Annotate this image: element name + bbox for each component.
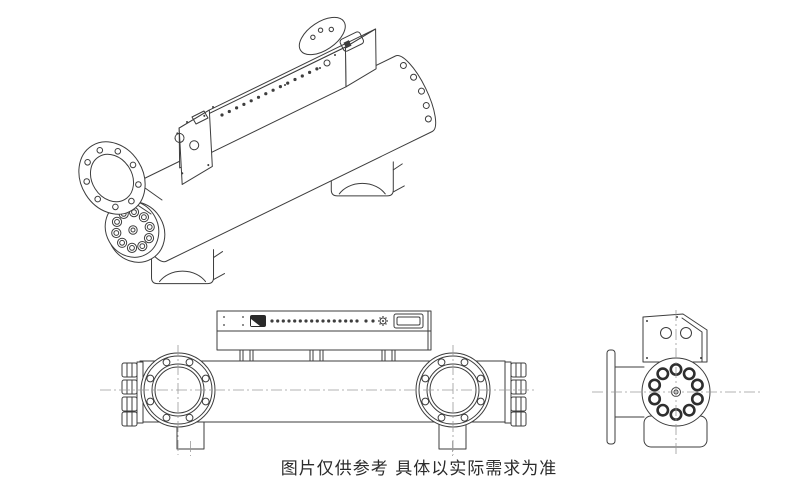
end-view bbox=[590, 296, 765, 460]
left-flange-bolts bbox=[147, 359, 209, 421]
front-view-svg bbox=[95, 300, 540, 460]
front-view bbox=[95, 300, 540, 460]
control-box-end-plate bbox=[158, 110, 233, 184]
inlet-flange bbox=[66, 129, 162, 226]
led-indicator-row bbox=[220, 67, 319, 117]
control-box-profile bbox=[643, 314, 707, 362]
saddle-support-far bbox=[331, 162, 404, 196]
display-window bbox=[394, 314, 423, 328]
far-end-nuts bbox=[398, 59, 437, 123]
end-view-drawing bbox=[592, 310, 762, 456]
left-nut-stack bbox=[122, 362, 143, 426]
right-flange-bolts bbox=[422, 359, 484, 421]
isometric-drawing bbox=[66, 8, 464, 290]
saddle-support-near bbox=[152, 250, 225, 284]
support-legs bbox=[177, 420, 466, 449]
end-view-svg bbox=[590, 296, 765, 460]
brand-logo-icon bbox=[250, 315, 266, 327]
control-box bbox=[217, 311, 431, 361]
end-cap bbox=[95, 191, 176, 273]
button-circle bbox=[324, 60, 330, 66]
rear-flange bbox=[290, 8, 355, 64]
centerlines bbox=[100, 345, 535, 456]
isometric-view bbox=[55, 8, 467, 290]
cylinder-assembly bbox=[79, 8, 464, 290]
front-view-drawing bbox=[100, 311, 535, 456]
control-box bbox=[158, 29, 400, 185]
isometric-view-svg bbox=[55, 8, 467, 290]
right-nut-stack bbox=[505, 362, 526, 426]
centerlines bbox=[592, 310, 762, 456]
display-cutout bbox=[339, 31, 364, 52]
square-cutout bbox=[192, 111, 208, 124]
caption-text: 图片仅供参考 具体以实际需求为准 bbox=[280, 459, 558, 479]
side-flange bbox=[607, 350, 644, 444]
inlet-flange-bolt-holes bbox=[84, 148, 141, 210]
control-box-top-details bbox=[186, 31, 365, 124]
led-indicator-row bbox=[270, 319, 375, 323]
panel-screw-dots bbox=[223, 316, 244, 326]
buzzer-icon bbox=[378, 316, 388, 326]
